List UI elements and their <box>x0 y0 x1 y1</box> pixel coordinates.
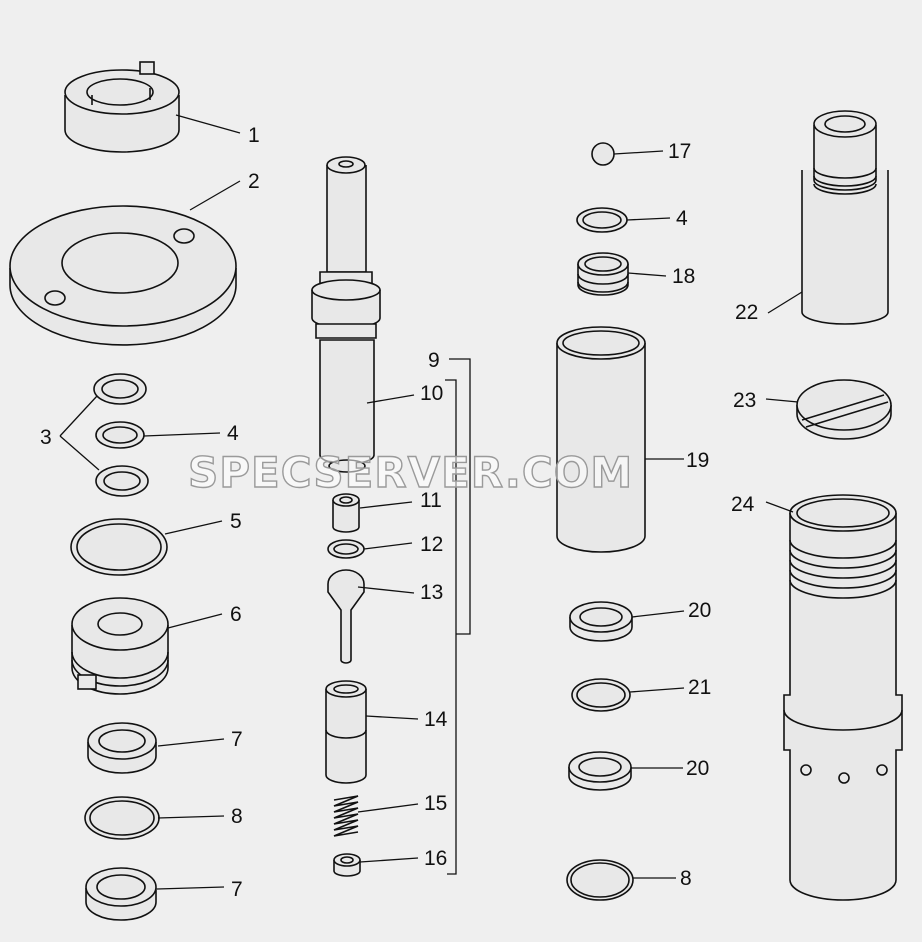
part-13-valve <box>327 569 365 664</box>
part-19-cylinder <box>556 326 646 553</box>
part-6-body <box>71 597 169 695</box>
callout-15: 15 <box>424 792 447 815</box>
part-22-adapter <box>801 110 889 325</box>
callout-13: 13 <box>420 581 443 604</box>
callout-20-upper: 20 <box>688 599 711 622</box>
callout-10: 10 <box>420 382 443 405</box>
callout-21: 21 <box>688 676 711 699</box>
part-16-spring-seat <box>333 853 361 877</box>
part-21-ring <box>571 678 631 712</box>
callout-2: 2 <box>248 170 260 193</box>
callout-22: 22 <box>735 301 758 324</box>
callout-7-lower: 7 <box>231 878 243 901</box>
callout-4-left: 4 <box>227 422 239 445</box>
callout-7-upper: 7 <box>231 728 243 751</box>
callout-8-left: 8 <box>231 805 243 828</box>
part-24-housing <box>783 494 903 901</box>
part-7-bushing-lower <box>85 867 157 921</box>
callout-24: 24 <box>731 493 755 516</box>
callout-11: 11 <box>420 489 442 512</box>
part-18-spring <box>577 252 629 296</box>
part-11-sleeve <box>332 493 360 533</box>
callout-8-right: 8 <box>680 867 692 890</box>
callout-5: 5 <box>230 510 242 533</box>
callout-6: 6 <box>230 603 242 626</box>
part-1-castle-nut <box>64 61 180 153</box>
part-8-o-ring-left <box>84 796 160 840</box>
part-23-slotted-plug <box>796 379 892 440</box>
callout-9: 9 <box>428 349 440 372</box>
part-5-seal-ring <box>70 518 168 576</box>
callout-17: 17 <box>668 140 691 163</box>
callout-12: 12 <box>420 533 443 556</box>
callout-3: 3 <box>40 426 52 449</box>
assembly-9-bracket <box>445 358 471 875</box>
part-12-washer <box>327 539 365 559</box>
part-7-bushing-upper <box>87 722 157 774</box>
part-10-valve-stem <box>311 156 381 473</box>
callout-20-lower: 20 <box>686 757 709 780</box>
part-14-plunger <box>325 680 367 784</box>
callout-4-right: 4 <box>676 207 688 230</box>
callout-18: 18 <box>672 265 695 288</box>
part-2-flange-plate <box>9 205 237 346</box>
part-15-spring <box>333 795 359 837</box>
part-3-rings <box>93 373 149 497</box>
part-20-seat-lower <box>568 751 632 791</box>
callout-16: 16 <box>424 847 447 870</box>
callout-23: 23 <box>733 389 756 412</box>
watermark-text: SPECSERVER.COM <box>188 448 633 497</box>
callout-19: 19 <box>686 449 709 472</box>
part-17-ball <box>591 142 615 166</box>
callout-labels: 1 2 3 4 5 6 7 8 7 9 10 11 12 13 14 15 16… <box>40 124 758 901</box>
callout-1: 1 <box>248 124 260 147</box>
part-20-seat-upper <box>569 601 633 642</box>
callout-14: 14 <box>424 708 448 731</box>
part-8-o-ring-right <box>566 859 634 901</box>
leader-lines <box>59 114 803 890</box>
part-4-ring-right <box>576 207 628 233</box>
